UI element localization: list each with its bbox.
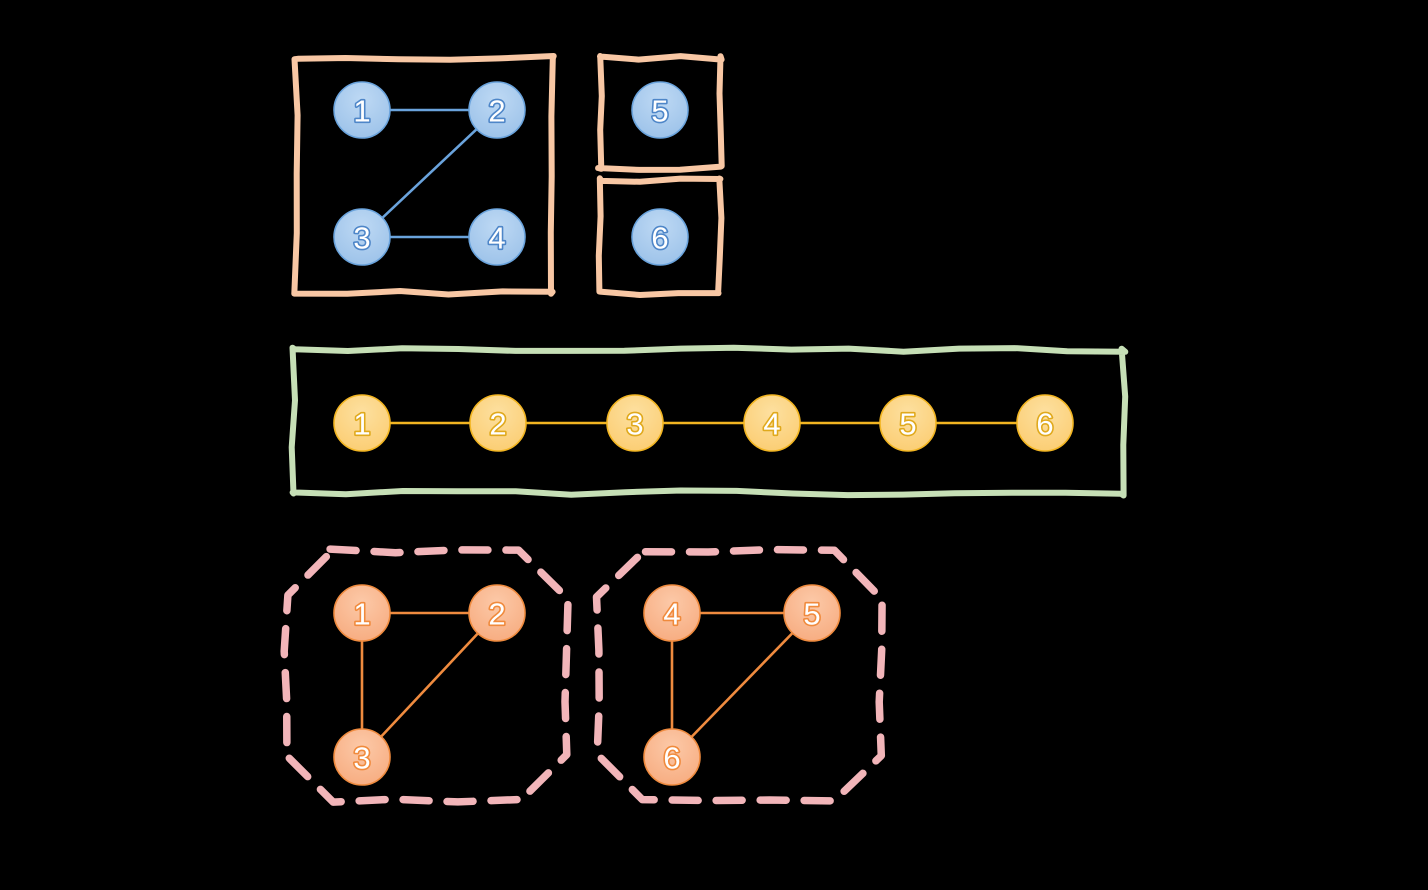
node-circle: [468, 81, 526, 139]
node-yellow-partition-2[interactable]: 2: [469, 394, 527, 452]
edges-layer: [360, 108, 1021, 740]
group-box-blue-partition-2: [595, 175, 725, 298]
node-orange-partition-2[interactable]: 2: [468, 584, 526, 642]
nodes-layer: 1 2 3 4 5 6 1 2 3 4 5 6 1 2 3 4 5 6: [333, 81, 1074, 786]
node-circle: [468, 208, 526, 266]
node-label: 2: [488, 94, 505, 129]
node-circle: [333, 584, 391, 642]
node-circle: [643, 728, 701, 786]
node-label: 5: [899, 407, 916, 442]
edge-blue-partition-2-3: [379, 126, 480, 221]
node-label: 1: [353, 597, 370, 632]
node-label: 1: [353, 94, 370, 129]
node-circle: [468, 584, 526, 642]
node-label: 2: [489, 407, 506, 442]
group-boxes-layer: [280, 53, 1129, 806]
node-label: 1: [353, 407, 370, 442]
node-yellow-partition-4[interactable]: 4: [743, 394, 801, 452]
node-orange-partition-4[interactable]: 4: [643, 584, 701, 642]
node-circle: [879, 394, 937, 452]
edge-orange-partition-5-6: [688, 630, 796, 740]
node-label: 6: [663, 741, 680, 776]
node-circle: [333, 394, 391, 452]
node-label: 6: [1036, 407, 1053, 442]
node-label: 5: [803, 597, 820, 632]
node-circle: [643, 584, 701, 642]
node-blue-partition-2[interactable]: 2: [468, 81, 526, 139]
node-label: 4: [488, 221, 505, 256]
group-box-blue-partition-0: [291, 53, 557, 298]
node-yellow-partition-6[interactable]: 6: [1016, 394, 1074, 452]
node-circle: [743, 394, 801, 452]
node-yellow-partition-1[interactable]: 1: [333, 394, 391, 452]
group-box-blue-partition-1: [595, 53, 725, 173]
node-circle: [469, 394, 527, 452]
group-box-yellow-partition-0: [288, 344, 1129, 499]
node-blue-partition-5[interactable]: 5: [631, 81, 689, 139]
node-circle: [1016, 394, 1074, 452]
node-label: 3: [353, 221, 370, 256]
group-box-orange-partition-1: [592, 545, 886, 805]
node-yellow-partition-3[interactable]: 3: [606, 394, 664, 452]
group-box-orange-partition-0: [280, 545, 572, 806]
node-circle: [606, 394, 664, 452]
node-circle: [783, 584, 841, 642]
node-label: 6: [651, 221, 668, 256]
node-blue-partition-1[interactable]: 1: [333, 81, 391, 139]
node-label: 5: [651, 94, 668, 129]
node-label: 3: [626, 407, 643, 442]
node-circle: [333, 81, 391, 139]
node-circle: [631, 81, 689, 139]
node-orange-partition-1[interactable]: 1: [333, 584, 391, 642]
node-circle: [333, 728, 391, 786]
node-label: 4: [763, 407, 780, 442]
node-label: 4: [663, 597, 680, 632]
node-label: 2: [488, 597, 505, 632]
node-blue-partition-4[interactable]: 4: [468, 208, 526, 266]
edge-orange-partition-2-3: [378, 630, 481, 740]
node-yellow-partition-5[interactable]: 5: [879, 394, 937, 452]
node-orange-partition-5[interactable]: 5: [783, 584, 841, 642]
node-orange-partition-3[interactable]: 3: [333, 728, 391, 786]
node-blue-partition-3[interactable]: 3: [333, 208, 391, 266]
node-orange-partition-6[interactable]: 6: [643, 728, 701, 786]
node-blue-partition-6[interactable]: 6: [631, 208, 689, 266]
node-circle: [631, 208, 689, 266]
node-circle: [333, 208, 391, 266]
node-label: 3: [353, 741, 370, 776]
